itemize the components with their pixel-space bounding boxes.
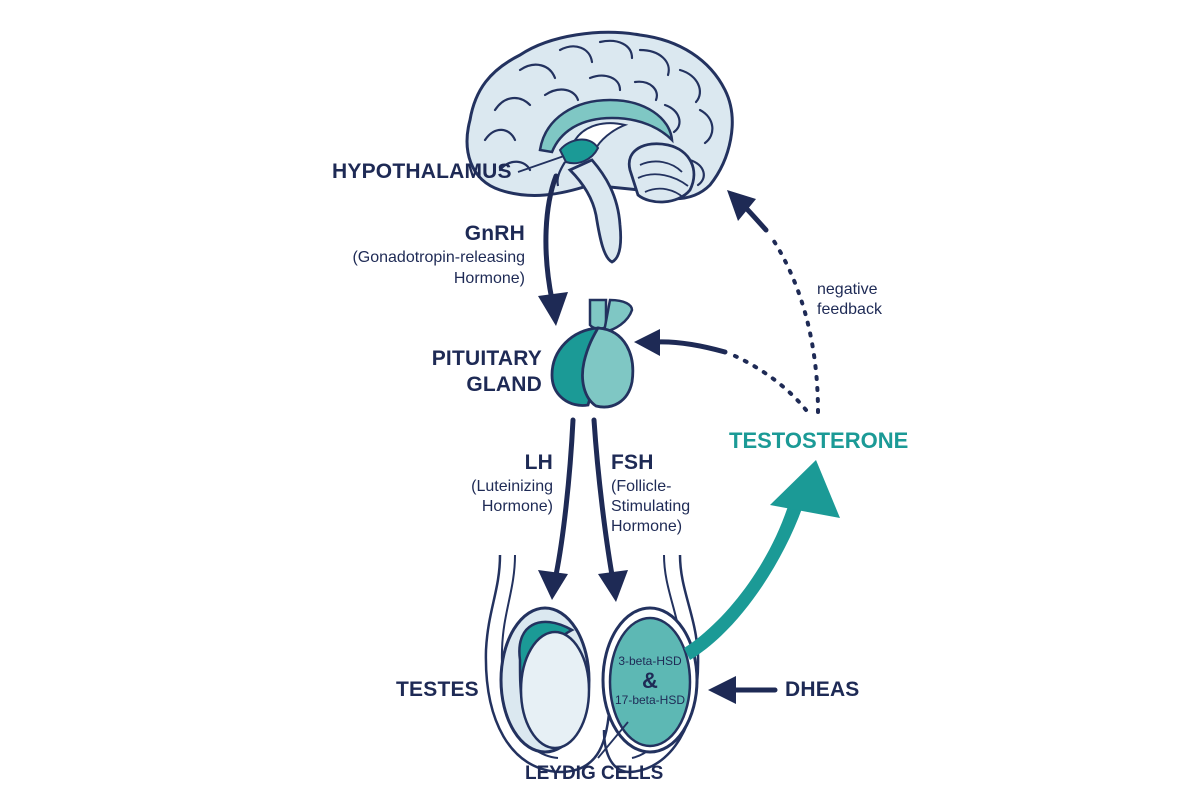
fsh-desc-line1: (Follicle- <box>611 478 672 495</box>
fsh-desc-line2: Stimulating <box>611 498 691 515</box>
negative-feedback-line1: negative <box>817 281 878 298</box>
hypothalamus-label: HYPOTHALAMUS <box>332 160 512 183</box>
pituitary-label-line2: GLAND <box>466 373 542 396</box>
lh-arrowhead <box>538 570 568 600</box>
dheas-arrowhead <box>708 676 736 704</box>
pituitary-gland-icon <box>550 298 635 409</box>
gnrh-title: GnRH <box>464 222 525 245</box>
hypothalamus-pointer <box>517 155 565 173</box>
gnrh-desc-line2: Hormone) <box>453 270 525 287</box>
lh-arrow <box>553 417 576 578</box>
lh-desc-line1: (Luteinizing <box>471 478 553 495</box>
testosterone-arrowhead <box>770 460 840 518</box>
negative-feedback-line2: feedback <box>817 301 882 318</box>
dheas-label: DHEAS <box>785 678 860 701</box>
fsh-arrow <box>591 417 615 578</box>
gnrh-arrowhead <box>538 292 568 326</box>
leydig-cells-label: LEYDIG CELLS <box>525 763 664 784</box>
fsh-arrowhead <box>598 570 628 602</box>
fsh-title: FSH <box>611 451 654 474</box>
gnrh-desc-line1: (Gonadotropin-releasing <box>352 249 525 266</box>
testes-icon <box>484 554 700 774</box>
brain-icon <box>465 30 734 264</box>
pituitary-label-line1: PITUITARY <box>431 347 542 370</box>
testosterone-arrow <box>684 500 805 660</box>
gnrh-arrow <box>543 173 559 303</box>
lh-desc-line2: Hormone) <box>481 498 553 515</box>
negative-feedback-arrowhead <box>727 190 756 221</box>
enzyme-17beta-hsd: 17-beta-HSD <box>614 693 686 707</box>
lh-title: LH <box>524 451 553 474</box>
enzyme-3beta-hsd: 3-beta-HSD <box>618 654 682 668</box>
negative-feedback-dotted <box>768 233 820 414</box>
testes-label: TESTES <box>396 678 479 701</box>
leydig-pointer <box>597 721 629 759</box>
testosterone-label: TESTOSTERONE <box>729 428 909 453</box>
feedback-pituitary-arrow <box>652 339 728 355</box>
feedback-pituitary-arrowhead <box>634 329 660 356</box>
enzyme-ampersand: & <box>642 668 658 693</box>
feedback-pituitary-dotted <box>733 354 808 412</box>
fsh-desc-line3: Hormone) <box>611 518 683 535</box>
